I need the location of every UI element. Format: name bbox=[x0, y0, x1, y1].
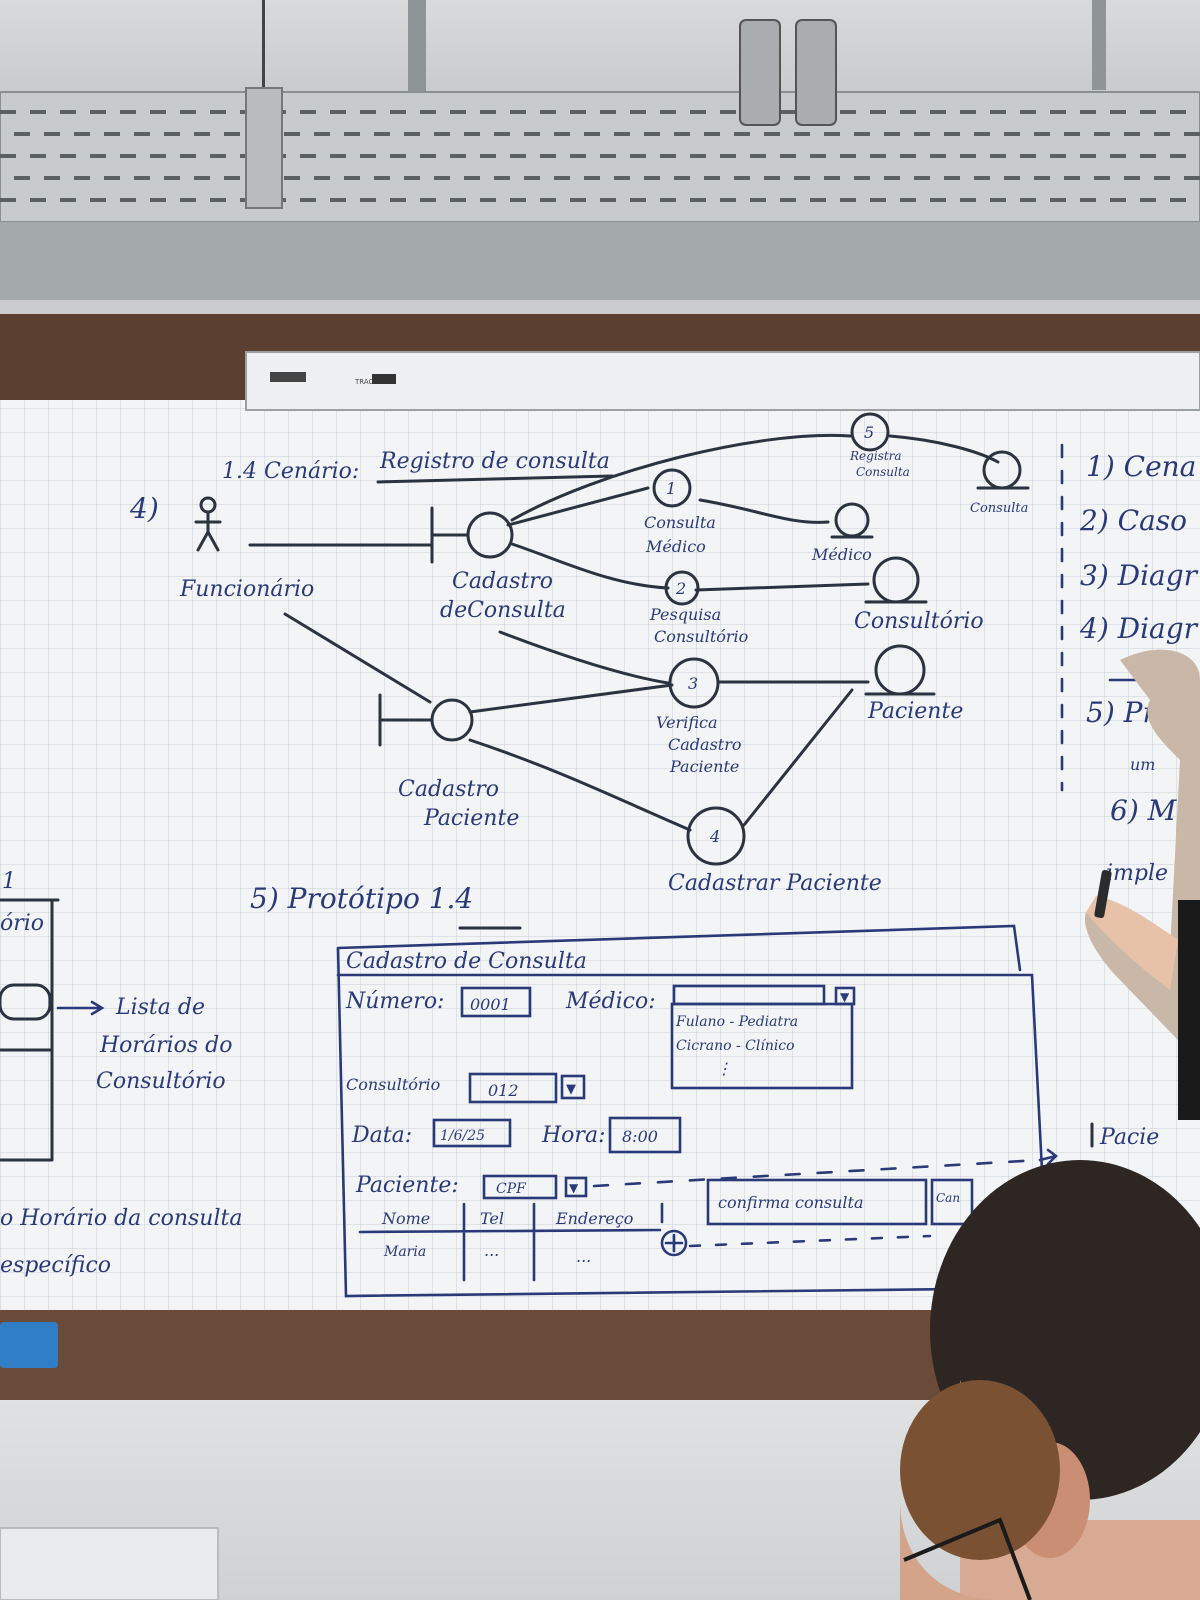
control-5-label-2: Consulta bbox=[856, 465, 910, 479]
control-5-label-1: Registra bbox=[849, 449, 902, 463]
add-patient-icon bbox=[660, 1229, 688, 1257]
control-1-number: 1 bbox=[666, 479, 676, 498]
side-list-4: 4) Diagr bbox=[1079, 612, 1199, 645]
control-2-number: 2 bbox=[675, 579, 686, 598]
association-lines bbox=[248, 433, 1000, 832]
connector-1 bbox=[739, 19, 781, 126]
numero-value: 0001 bbox=[470, 995, 511, 1014]
instructor-hand bbox=[1084, 649, 1200, 1120]
side-list-6b: imple bbox=[1106, 861, 1168, 886]
scenario-prefix: 1.4 Cenário: bbox=[222, 459, 359, 484]
cancel-button-label: Can bbox=[936, 1191, 960, 1205]
consultorio-dropdown-icon: ▼ bbox=[566, 1082, 576, 1097]
confirm-button-label: confirma consulta bbox=[718, 1193, 864, 1212]
medico-option-more: ⋮ bbox=[716, 1059, 732, 1078]
table-cell-tel: ... bbox=[484, 1241, 499, 1260]
table-header-tel: Tel bbox=[480, 1209, 504, 1228]
arrow-note-2: Horários do bbox=[99, 1033, 232, 1058]
table-cell-endereco: ... bbox=[576, 1247, 591, 1266]
scenario-title: Registro de consulta bbox=[379, 449, 610, 474]
boundary-cadastro-paciente bbox=[378, 693, 474, 747]
bottom-note-2: específico bbox=[0, 1253, 111, 1278]
table-header-nome: Nome bbox=[381, 1209, 430, 1228]
consultorio-value: 012 bbox=[488, 1081, 519, 1100]
control-1 bbox=[652, 468, 692, 508]
arrow-note-1: Lista de bbox=[115, 995, 205, 1020]
boundary1-label-2: deConsulta bbox=[440, 598, 566, 623]
side-list-1: 1) Cena bbox=[1086, 450, 1196, 483]
connector-2 bbox=[795, 19, 837, 126]
prototype-heading: 5) Protótipo 1.4 bbox=[250, 882, 473, 915]
control-1-label-1: Consulta bbox=[644, 513, 716, 532]
entity-medico bbox=[830, 502, 874, 539]
data-value: 1/6/25 bbox=[440, 1128, 485, 1144]
left-fragment-1: 1 bbox=[2, 869, 16, 894]
left-fragment-2: ório bbox=[0, 911, 44, 936]
side-list-3: 3) Diagr bbox=[1080, 559, 1199, 592]
control-4-label: Cadastrar Paciente bbox=[668, 871, 882, 896]
table-header-endereco: Endereço bbox=[555, 1209, 633, 1228]
roller-brand: TRACK bbox=[354, 378, 378, 386]
medico-option-2: Cicrano - Clínico bbox=[676, 1038, 795, 1054]
projector-screen-roller bbox=[245, 351, 1200, 411]
student-head-back bbox=[900, 1380, 1060, 1600]
medico-option-1: Fulano - Pediatra bbox=[675, 1014, 798, 1030]
hora-label: Hora: bbox=[541, 1123, 605, 1148]
entity-medico-label: Médico bbox=[811, 545, 872, 564]
arrow-note-3: Consultório bbox=[96, 1069, 226, 1094]
entity-consulta-label: Consulta bbox=[970, 501, 1028, 516]
item-number-4: 4) bbox=[129, 492, 159, 525]
desk-corner bbox=[0, 1527, 219, 1600]
control-5 bbox=[850, 412, 890, 452]
prototype-window-title: Cadastro de Consulta bbox=[346, 949, 587, 974]
actor-label: Funcionário bbox=[179, 577, 314, 602]
medico-label: Médico: bbox=[565, 989, 656, 1014]
boundary2-label-2: Paciente bbox=[423, 806, 519, 831]
control-3-label-2: Cadastro bbox=[668, 735, 741, 754]
eraser bbox=[0, 1322, 58, 1368]
data-label: Data: bbox=[351, 1123, 412, 1148]
medico-dropdown-icon: ▼ bbox=[840, 990, 850, 1004]
numero-label: Número: bbox=[345, 989, 444, 1014]
entity-paciente bbox=[864, 644, 936, 696]
control-4 bbox=[686, 806, 746, 866]
entity-paciente-label: Paciente bbox=[867, 699, 963, 724]
hora-value: 8:00 bbox=[622, 1127, 658, 1146]
control-3-label-3: Paciente bbox=[669, 757, 739, 776]
boundary1-label-1: Cadastro bbox=[452, 569, 553, 594]
table-cell-nome: Maria bbox=[383, 1244, 426, 1260]
control-3-label-1: Verifica bbox=[656, 713, 718, 732]
side-list-2: 2) Caso bbox=[1079, 504, 1187, 537]
confirm-button bbox=[706, 1178, 928, 1226]
control-2-label-2: Consultório bbox=[654, 627, 748, 646]
entity-consultorio-label: Consultório bbox=[854, 609, 984, 634]
boundary2-label-1: Cadastro bbox=[398, 777, 499, 802]
paciente-label: Paciente: bbox=[355, 1173, 459, 1198]
bottom-note-1: o Horário da consulta bbox=[0, 1206, 242, 1231]
control-5-number: 5 bbox=[864, 423, 874, 442]
control-3 bbox=[668, 657, 720, 709]
consultorio-label: Consultório bbox=[346, 1075, 440, 1094]
entity-consultorio bbox=[864, 556, 928, 604]
control-2 bbox=[664, 570, 700, 606]
control-1-label-2: Médico bbox=[645, 537, 706, 556]
paciente-dropdown-icon: ▼ bbox=[569, 1181, 579, 1195]
side-list-5b: um bbox=[1130, 755, 1155, 774]
paciente-value: CPF bbox=[496, 1181, 527, 1197]
boundary-cadastro-consulta bbox=[430, 506, 514, 564]
actor-stick-figure bbox=[194, 496, 222, 552]
ceiling-pipe bbox=[408, 0, 426, 115]
control-3-number: 3 bbox=[688, 674, 698, 693]
right-arrow-target: Pacie bbox=[1099, 1125, 1159, 1150]
entity-consulta bbox=[976, 450, 1030, 490]
control-2-label-1: Pesquisa bbox=[649, 605, 721, 624]
tray-clamp bbox=[245, 87, 283, 209]
control-4-number: 4 bbox=[709, 827, 720, 846]
